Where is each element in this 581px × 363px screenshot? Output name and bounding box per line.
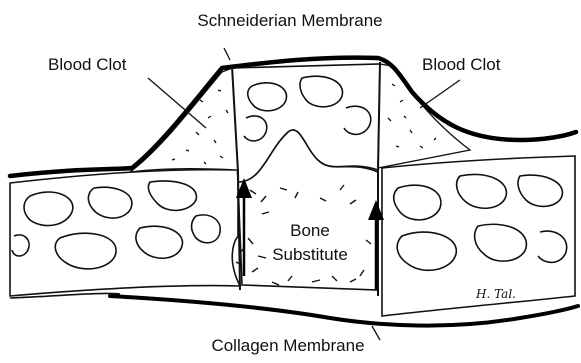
collagen-membrane-label: Collagen Membrane bbox=[211, 336, 364, 355]
artist-signature: H. Tal. bbox=[475, 287, 516, 301]
right-blood-clot bbox=[378, 64, 470, 168]
schneiderian-membrane-label: Schneiderian Membrane bbox=[197, 11, 382, 30]
left-blood-clot-label: Blood Clot bbox=[48, 55, 127, 74]
bone-substitute-label-line2: Substitute bbox=[272, 245, 348, 264]
right-blood-clot-label: Blood Clot bbox=[422, 55, 501, 74]
left-bone-segment bbox=[10, 170, 240, 296]
bone-substitute-label-line1: Bone bbox=[290, 221, 330, 240]
